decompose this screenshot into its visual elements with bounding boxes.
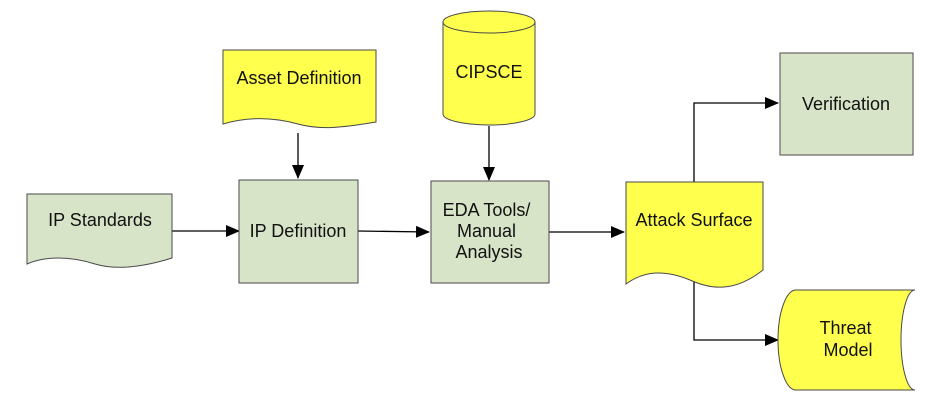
node-ip-standards: IP Standards — [26, 193, 173, 268]
edge-ip-definition-to-eda-tools — [357, 225, 430, 238]
threat-model-label-line-2: Model — [823, 340, 872, 360]
cipsce-label: CIPSCE — [455, 62, 522, 82]
edge-attack-surface-to-threat-model — [693, 282, 779, 346]
eda-tools-label-line-1: EDA Tools/ — [443, 200, 531, 220]
eda-tools-label-line-3: Analysis — [455, 242, 522, 262]
ip-definition-box — [238, 179, 359, 284]
threat-model-label-line-1: Threat — [819, 318, 871, 338]
eda-tools-label-line-2: Manual — [457, 221, 516, 241]
node-threat-model: Threat Model — [777, 289, 916, 391]
threat-model-label: Threat Model — [819, 318, 876, 360]
edge-attack-surface-to-verification — [693, 97, 779, 182]
cipsce-cylinder-body — [442, 22, 536, 126]
node-attack-surface: Attack Surface — [625, 181, 764, 288]
asset-definition-label: Asset Definition — [236, 68, 361, 88]
verification-box — [779, 52, 914, 156]
ip-definition-label: IP Definition — [250, 221, 347, 241]
threat-model-shape — [777, 289, 916, 391]
node-cipsce: CIPSCE — [442, 10, 536, 126]
node-asset-definition: Asset Definition — [222, 49, 377, 129]
eda-tools-label: EDA Tools/ Manual Analysis — [443, 200, 536, 262]
verification-label: Verification — [802, 94, 890, 114]
attack-surface-label: Attack Surface — [635, 210, 752, 230]
attack-surface-shape — [625, 181, 764, 288]
cipsce-cylinder-top — [442, 10, 536, 34]
ip-standards-shape — [26, 193, 173, 268]
eda-tools-box — [430, 180, 550, 284]
node-eda-tools: EDA Tools/ Manual Analysis — [430, 180, 550, 284]
node-verification: Verification — [779, 52, 914, 156]
ip-standards-label: IP Standards — [48, 210, 152, 230]
node-ip-definition: IP Definition — [238, 179, 359, 284]
asset-definition-shape — [222, 49, 377, 129]
